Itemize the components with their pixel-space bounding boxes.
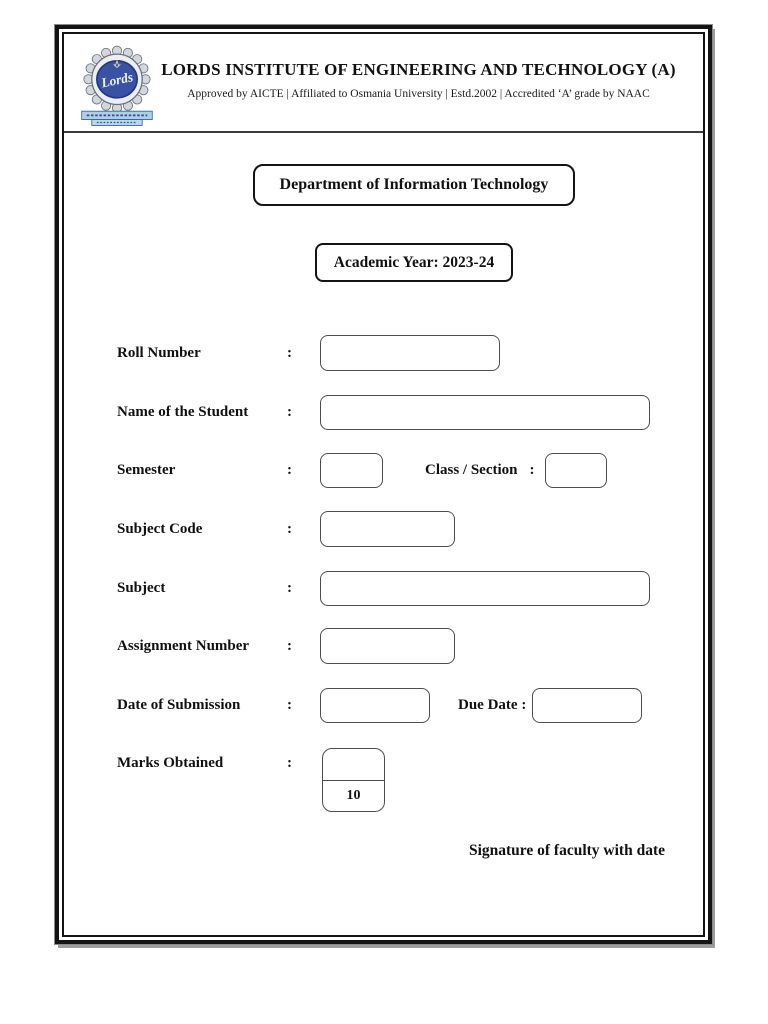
header-divider [64, 131, 703, 133]
semester-label: Semester [117, 461, 176, 478]
due-date-input[interactable] [532, 687, 643, 723]
academic-year-label: Academic Year: 2023-24 [333, 253, 495, 271]
colon-separator: : [529, 461, 535, 478]
marks-fraction-box: 10 [322, 748, 385, 812]
field-row-roll-number: Roll Number : [117, 335, 693, 371]
colon-separator: : [287, 344, 292, 361]
subject-label: Subject [117, 579, 166, 596]
subject-input[interactable] [320, 570, 650, 606]
field-row-student-name: Name of the Student : [117, 394, 693, 430]
marks-obtained-input[interactable] [323, 749, 384, 781]
subject-code-label: Subject Code [117, 520, 203, 537]
colon-separator: : [287, 696, 292, 713]
department-banner: Department of Information Technology [253, 164, 575, 206]
marks-obtained-label: Marks Obtained [117, 754, 224, 771]
colon-separator: : [287, 461, 292, 478]
roll-number-input[interactable] [320, 335, 500, 371]
field-row-subject: Subject : [117, 570, 693, 606]
student-name-input[interactable] [320, 394, 650, 430]
date-of-submission-label: Date of Submission [117, 696, 241, 713]
page-border-frame: Lords LORDS INSTITUTE OF ENGINEERING AND… [54, 24, 713, 945]
academic-year-banner: Academic Year: 2023-24 [315, 243, 513, 282]
max-marks-value: 10 [346, 787, 361, 803]
due-date-label: Due Date : [458, 696, 527, 713]
semester-input[interactable] [320, 452, 383, 488]
roll-number-label: Roll Number [117, 344, 201, 361]
colon-separator: : [287, 403, 292, 420]
colon-separator: : [287, 637, 292, 654]
class-section-label: Class / Section [425, 461, 518, 478]
colon-separator: : [287, 754, 292, 771]
assignment-number-input[interactable] [320, 628, 455, 664]
subject-code-input[interactable] [320, 511, 455, 547]
student-name-label: Name of the Student [117, 403, 249, 420]
field-row-assignment-number: Assignment Number : [117, 628, 693, 664]
assignment-number-label: Assignment Number [117, 637, 250, 654]
class-section-input[interactable] [544, 452, 607, 488]
institute-title: LORDS INSTITUTE OF ENGINEERING AND TECHN… [161, 60, 676, 79]
page-inner-border: Lords LORDS INSTITUTE OF ENGINEERING AND… [62, 32, 705, 937]
field-row-subject-code: Subject Code : [117, 511, 693, 547]
field-row-semester: Semester : Class / Section : [117, 452, 693, 488]
header: LORDS INSTITUTE OF ENGINEERING AND TECHN… [144, 60, 693, 100]
colon-separator: : [287, 579, 292, 596]
faculty-signature-label: Signature of faculty with date [468, 842, 665, 859]
logo-script-text: Lords [99, 69, 135, 91]
date-of-submission-input[interactable] [320, 687, 430, 723]
institute-logo-icon: Lords [81, 45, 153, 126]
colon-separator: : [287, 520, 292, 537]
institute-accreditation-line: Approved by AICTE | Affiliated to Osmani… [187, 88, 650, 100]
department-banner-label: Department of Information Technology [279, 176, 549, 193]
field-row-date-of-submission: Date of Submission : Due Date : [117, 687, 693, 723]
field-row-marks-obtained: Marks Obtained : [117, 745, 693, 781]
